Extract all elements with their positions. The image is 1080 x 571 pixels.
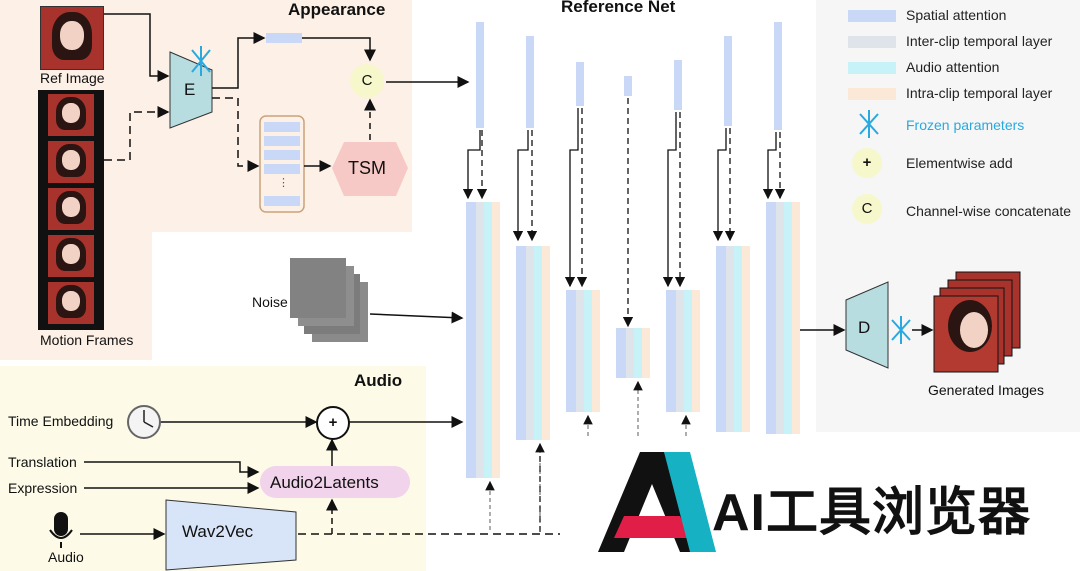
clock-icon [127, 405, 161, 439]
motion-frames-label: Motion Frames [40, 332, 134, 348]
snowflake-icon [859, 110, 879, 138]
motion-frame [48, 282, 94, 324]
snowflake-icon [891, 316, 911, 344]
appearance-feature-bar [266, 33, 302, 43]
tsm-dots: ⋮ [278, 177, 289, 189]
decoder-label: D [858, 318, 871, 337]
unet-block-5 [666, 290, 700, 412]
add-node: + [316, 406, 350, 440]
add-label: + [328, 414, 338, 431]
watermark-logo [598, 452, 716, 552]
noise-stack [290, 258, 368, 342]
motion-frame [48, 94, 94, 136]
translation-label: Translation [8, 454, 77, 470]
noise-label: Noise [252, 294, 288, 310]
legend-text: Channel-wise concatenate [906, 203, 1071, 219]
legend-concat-symbol: C [852, 194, 882, 224]
audio-title: Audio [354, 371, 403, 390]
generated-images-label: Generated Images [928, 382, 1044, 398]
tsm-label: TSM [348, 158, 386, 178]
legend-text: Spatial attention [906, 7, 1007, 23]
motion-frame [48, 188, 94, 230]
legend-text: Inter-clip temporal layer [906, 33, 1053, 49]
generated-images-stack [933, 271, 1021, 373]
legend-concat-text: C [861, 200, 873, 217]
concat-node: C [350, 64, 384, 98]
watermark-text: AI工具浏览器 [712, 484, 1032, 542]
ref-image-label: Ref Image [40, 70, 105, 86]
unet-block-3 [566, 290, 600, 412]
unet-block-1 [466, 202, 500, 478]
legend-text: Intra-clip temporal layer [906, 85, 1053, 101]
wav2vec-label: Wav2Vec [182, 522, 254, 541]
encoder-label: E [184, 80, 196, 99]
tsm-block [332, 142, 408, 196]
legend-text: Audio attention [906, 59, 1000, 75]
legend-text: Frozen parameters [906, 117, 1025, 133]
wav2vec-block [165, 499, 297, 571]
motion-frames-film [38, 90, 104, 330]
legend-swatch [848, 88, 896, 100]
expression-label: Expression [8, 480, 78, 496]
snowflake-icon [191, 46, 211, 76]
unet-block-2 [516, 246, 550, 440]
legend-add-text: + [862, 154, 872, 171]
legend-swatch [848, 62, 896, 74]
ref-image [40, 6, 104, 70]
microphone-icon [49, 512, 73, 548]
unet-block-7 [766, 202, 800, 434]
audio-input-label: Audio [48, 549, 84, 565]
unet-block-6 [716, 246, 750, 432]
motion-frame [48, 235, 94, 277]
unet-block-4 [616, 328, 650, 378]
appearance-title: Appearance [288, 0, 386, 19]
concat-label: C [361, 72, 373, 89]
legend-text: Elementwise add [906, 155, 1013, 171]
audio2latents-block [260, 466, 410, 498]
audio2latents-label: Audio2Latents [270, 473, 379, 492]
decoder-block [845, 281, 889, 369]
legend-swatch [848, 10, 896, 22]
legend-swatch [848, 36, 896, 48]
motion-frame [48, 141, 94, 183]
legend-add-symbol: + [852, 148, 882, 178]
reference-net-title: Reference Net [561, 0, 676, 16]
time-embedding-label: Time Embedding [8, 413, 114, 429]
